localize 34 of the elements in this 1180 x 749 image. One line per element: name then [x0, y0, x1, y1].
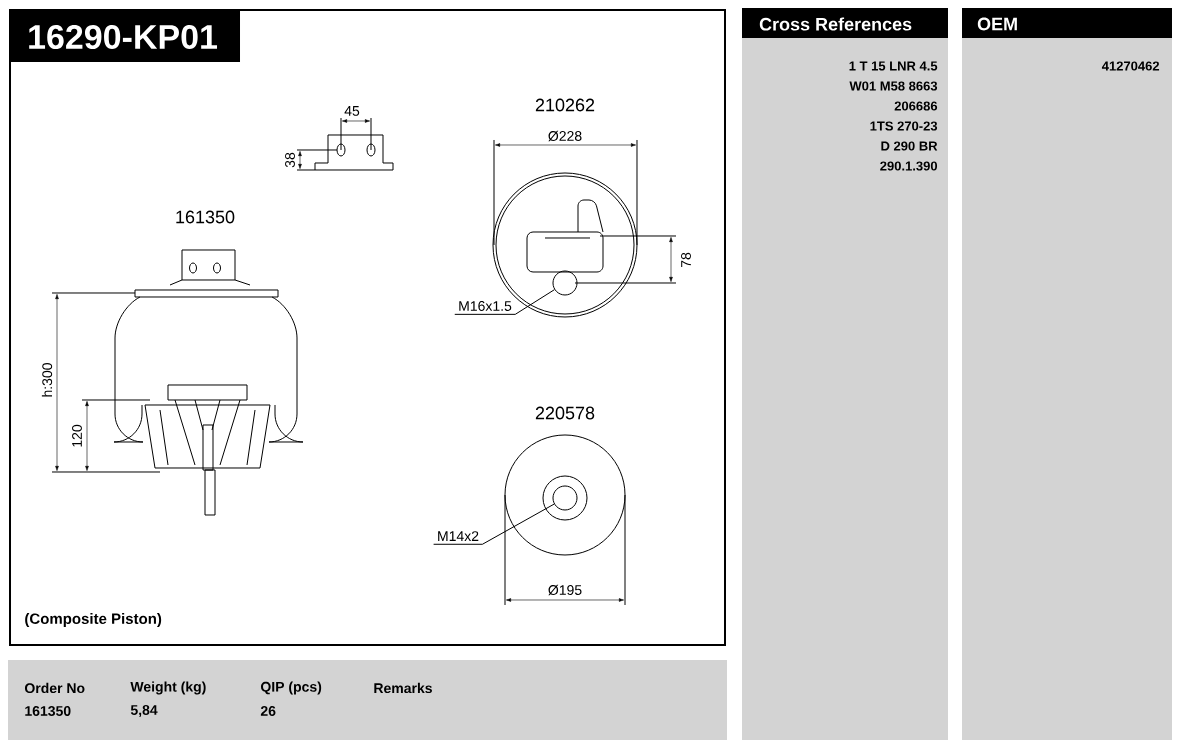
table-cell: 5,84	[130, 705, 158, 717]
part-number: 161350	[176, 210, 235, 224]
table-cell: 206686	[894, 101, 938, 111]
table-header: QIP (pcs)	[260, 681, 322, 695]
part-number: 210262	[535, 98, 595, 112]
dimension-label: Ø195	[548, 584, 582, 596]
dimension-label: 120	[72, 424, 82, 447]
panel-header: OEM	[962, 8, 1172, 38]
table-header: Weight (kg)	[130, 681, 206, 695]
callout-label: M16x1.5	[459, 301, 512, 311]
dimension-label: 78	[681, 252, 691, 268]
table-cell: 26	[260, 706, 276, 716]
table-cell: 41270462	[1101, 61, 1160, 71]
title-banner: 16290-KP01	[10, 10, 240, 62]
table-header: Order No	[24, 682, 85, 694]
leader-line	[433, 503, 555, 545]
note: (Composite Piston)	[25, 613, 162, 627]
dimension-label: h:300	[41, 363, 53, 397]
callout-label: M14x2	[438, 531, 479, 541]
dimension-label: 38	[285, 152, 295, 168]
table-header: Remarks	[374, 682, 432, 694]
table-cell: 290.1.390	[880, 161, 938, 171]
table-cell: 161350	[25, 706, 71, 716]
table-cell: 1 T 15 LNR 4.5	[849, 61, 938, 71]
table-cell: W01 M58 8663	[849, 81, 938, 91]
table-cell: 1TS 270-23	[870, 121, 938, 131]
dimension-label: Ø228	[548, 130, 582, 142]
panel-header: Cross References	[742, 8, 948, 38]
part-number: 220578	[535, 406, 595, 420]
leader-line	[454, 289, 555, 315]
table-cell: D 290 BR	[881, 141, 938, 151]
threaded-hole	[552, 485, 578, 511]
dimension-label: 45	[344, 106, 360, 116]
threaded-hole	[552, 270, 578, 296]
